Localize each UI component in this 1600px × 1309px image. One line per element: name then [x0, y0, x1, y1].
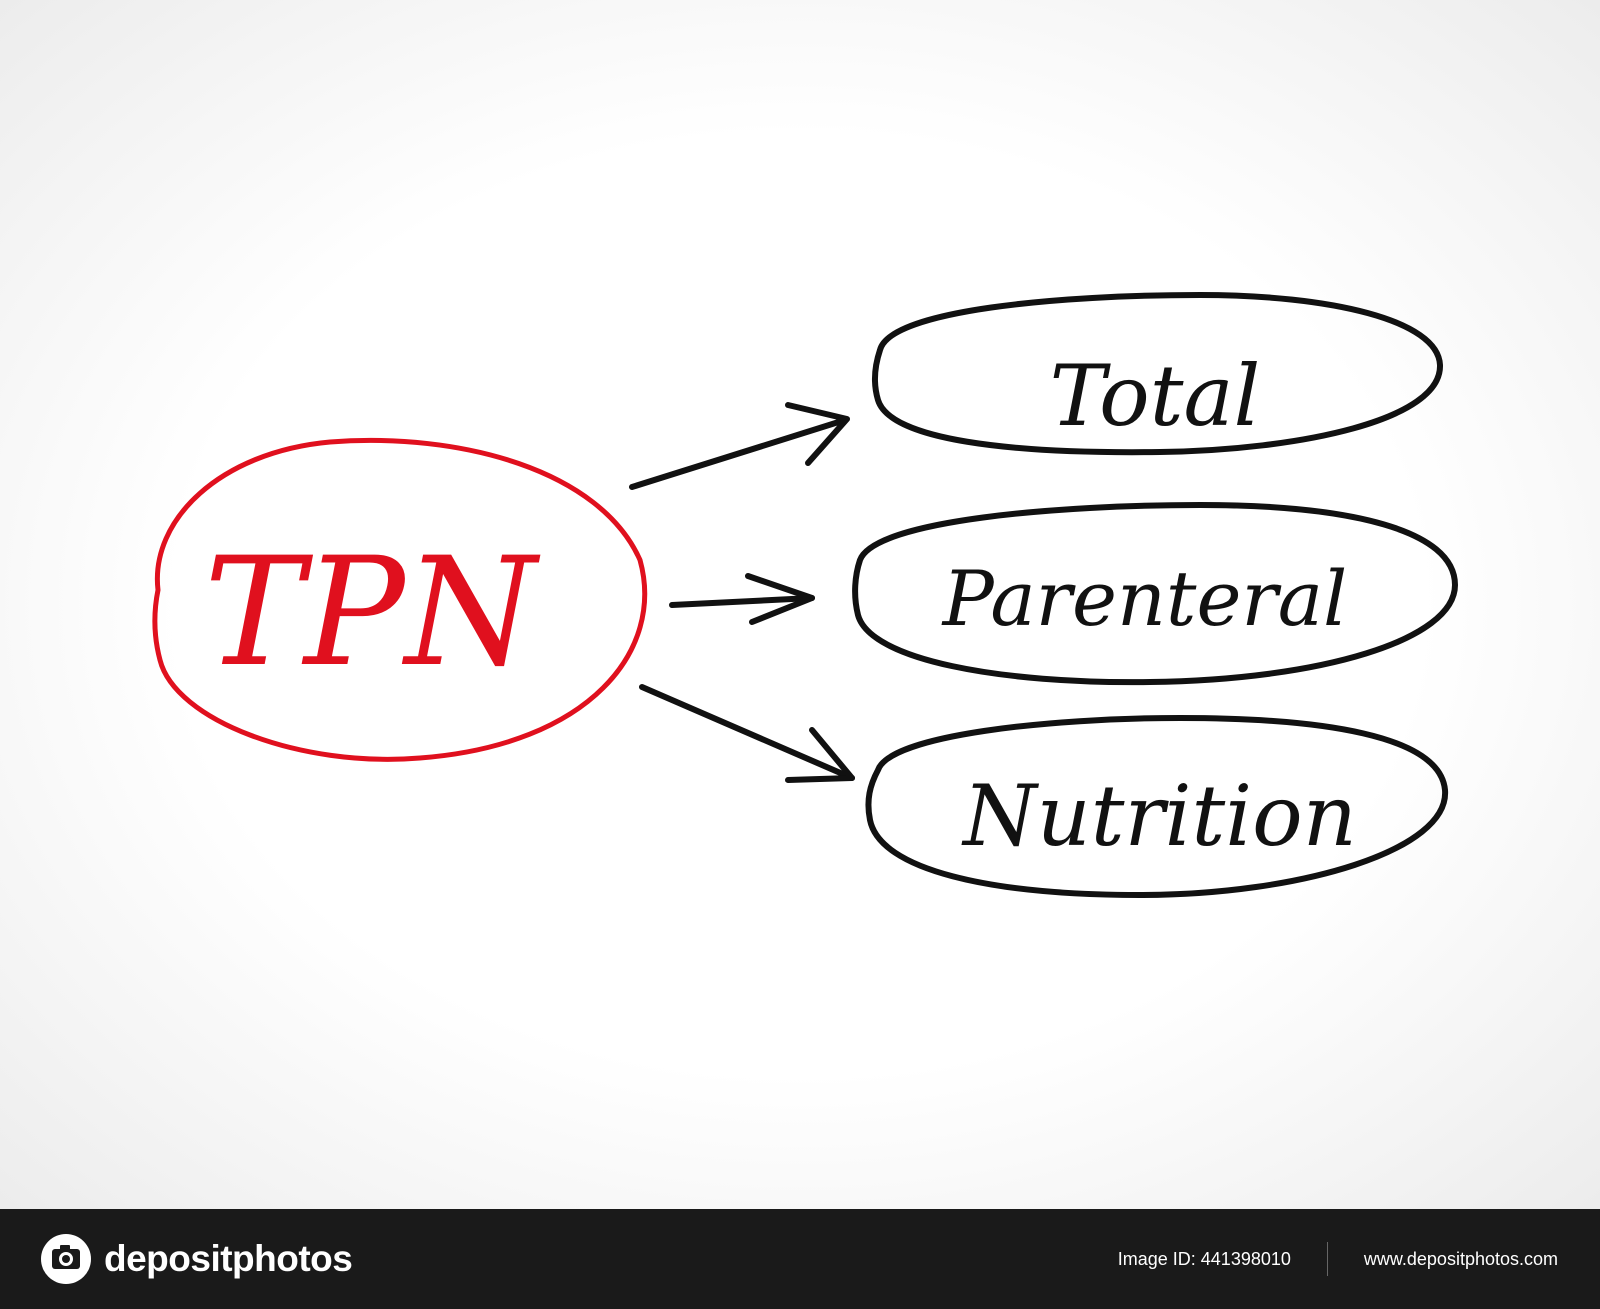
- arrow-nutrition: [639, 684, 855, 783]
- image-id: Image ID: 441398010: [1117, 1248, 1291, 1269]
- term-ellipse-total: [871, 291, 1444, 456]
- watermark-footer: depositphotos Image ID: 441398010 www.de…: [0, 1209, 1600, 1309]
- website-link[interactable]: www.depositphotos.com: [1363, 1248, 1558, 1269]
- acronym-node: TPN: [152, 437, 648, 762]
- term-label-parenteral: Parenteral: [941, 554, 1348, 643]
- brand-logo: depositphotos: [40, 1231, 353, 1287]
- term-ellipse-parenteral: [852, 501, 1459, 686]
- term-ellipse-nutrition: [865, 714, 1449, 899]
- brand-name: depositphotos: [104, 1238, 353, 1279]
- term-node-total: Total: [871, 291, 1444, 456]
- camera-icon: [41, 1234, 91, 1284]
- arrow-parenteral: [669, 573, 815, 625]
- footer-divider: [1326, 1242, 1328, 1276]
- term-node-nutrition: Nutrition: [865, 714, 1449, 899]
- diagram-canvas: TPN Total Parenteral Nutrition: [0, 0, 1600, 1209]
- arrow-total: [629, 402, 850, 490]
- acronym-ellipse: [152, 437, 648, 762]
- term-label-nutrition: Nutrition: [961, 767, 1357, 865]
- acronym-label: TPN: [204, 526, 541, 700]
- acronym-diagram: TPN Total Parenteral Nutrition: [152, 291, 1459, 899]
- term-label-total: Total: [1050, 347, 1261, 445]
- term-node-parenteral: Parenteral: [852, 501, 1459, 686]
- footer-meta: Image ID: 441398010 www.depositphotos.co…: [1118, 1209, 1558, 1309]
